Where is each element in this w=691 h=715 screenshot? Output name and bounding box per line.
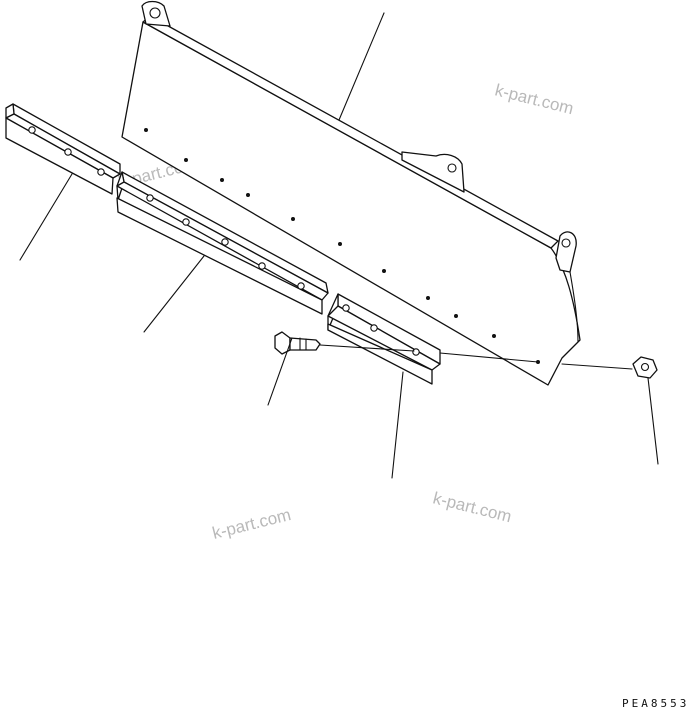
mount-hole — [447, 163, 457, 173]
watermark-text: k-part.com — [493, 80, 576, 118]
assembly-lines — [319, 344, 633, 370]
end-bit-left — [5, 103, 121, 195]
watermark-text: k-part.com — [431, 488, 514, 526]
bolt — [274, 331, 321, 355]
drawing-code: PEA8553 — [622, 697, 689, 710]
end-bit-right — [327, 293, 441, 385]
nut — [632, 356, 658, 379]
blade — [121, 0, 581, 386]
leader-line-left-bit — [19, 173, 73, 261]
cutting-edge-center — [116, 171, 329, 315]
leader-line-nut — [647, 377, 659, 465]
right-bracket — [555, 231, 577, 273]
leader-line-cutting-edge — [143, 255, 205, 333]
bracket-hole — [149, 7, 161, 19]
leader-line-blade — [338, 12, 385, 121]
leader-lines — [19, 12, 659, 479]
bracket-hole — [561, 238, 571, 248]
watermark-text: k-part.com — [210, 505, 293, 543]
leader-line-right-bit — [391, 371, 404, 479]
leader-line-bolt — [267, 337, 293, 406]
rear-mount — [401, 151, 465, 193]
